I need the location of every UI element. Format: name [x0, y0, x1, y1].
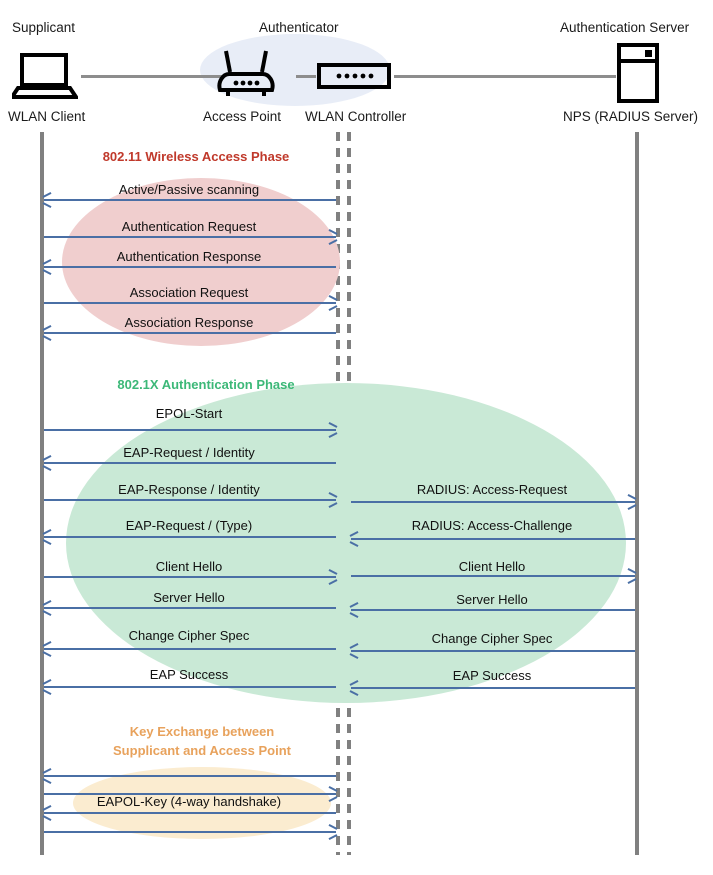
message-arrow [44, 812, 336, 814]
actor-device-access-point: Access Point [203, 109, 282, 124]
access-point-icon [217, 50, 275, 96]
phase-8021x-blob [66, 383, 626, 703]
server-icon [617, 43, 659, 103]
message-label: EAP Success [452, 668, 532, 683]
message-arrow [44, 831, 336, 833]
message-arrow [351, 687, 635, 689]
message-label: Association Request [129, 285, 249, 300]
message-label: Authentication Request [121, 219, 257, 234]
wire-controller-to-nps [394, 75, 616, 78]
message-label: Client Hello [155, 559, 223, 574]
message-label: Authentication Response [116, 249, 262, 264]
message-arrow [44, 266, 336, 268]
message-arrow [44, 775, 336, 777]
phase-title-keyexchange-line2: Supplicant and Access Point [113, 743, 291, 758]
actor-role-supplicant: Supplicant [12, 20, 76, 35]
wire-ap-to-controller [296, 75, 316, 78]
message-arrow [44, 302, 336, 304]
message-arrow [44, 576, 336, 578]
message-label: EAP-Request / (Type) [125, 518, 253, 533]
message-label: EAP-Response / Identity [118, 482, 260, 497]
lifeline-nps [635, 132, 639, 855]
message-label: Server Hello [456, 592, 528, 607]
message-label: RADIUS: Access-Request [416, 482, 568, 497]
phase-title-8021x: 802.1X Authentication Phase [117, 377, 295, 392]
actor-role-authenticator: Authenticator [259, 20, 339, 35]
laptop-icon [12, 53, 78, 99]
message-arrow [44, 462, 336, 464]
message-label: EAPOL-Key (4-way handshake) [96, 794, 282, 809]
message-label: Change Cipher Spec [431, 631, 553, 646]
message-label: EAP-Request / Identity [123, 445, 255, 460]
wire-client-to-ap [81, 75, 222, 78]
message-arrow [351, 575, 635, 577]
phase-title-80211: 802.11 Wireless Access Phase [102, 149, 290, 164]
actor-device-wlan-client: WLAN Client [8, 109, 86, 124]
message-arrow [44, 236, 336, 238]
message-label: Active/Passive scanning [118, 182, 260, 197]
message-arrow [44, 199, 336, 201]
message-arrow [351, 501, 635, 503]
message-label: Client Hello [458, 559, 526, 574]
message-label: Change Cipher Spec [128, 628, 250, 643]
message-arrow [351, 538, 635, 540]
message-arrow [44, 607, 336, 609]
phase-keyexchange-blob [73, 767, 331, 839]
message-arrow [44, 536, 336, 538]
actor-role-authentication-server: Authentication Server [560, 20, 690, 35]
actor-device-wlan-controller: WLAN Controller [305, 109, 407, 124]
message-arrow [44, 686, 336, 688]
message-arrow [44, 648, 336, 650]
wlan-controller-icon [317, 63, 391, 89]
actor-device-nps-radius-server: NPS (RADIUS Server) [563, 109, 699, 124]
message-arrow [44, 332, 336, 334]
message-arrow [44, 429, 336, 431]
lifeline-supplicant [40, 132, 44, 855]
phase-80211-blob [62, 178, 340, 346]
authenticator-highlight-blob [200, 34, 390, 106]
message-label: EAP Success [149, 667, 229, 682]
message-arrow [351, 650, 635, 652]
message-arrow [44, 499, 336, 501]
message-label: Server Hello [153, 590, 225, 605]
message-label: Association Response [124, 315, 254, 330]
message-arrow [351, 609, 635, 611]
message-label: EPOL-Start [155, 406, 223, 421]
message-label: RADIUS: Access-Challenge [411, 518, 573, 533]
message-arrow [44, 793, 336, 795]
phase-title-keyexchange-line1: Key Exchange between [129, 724, 275, 739]
